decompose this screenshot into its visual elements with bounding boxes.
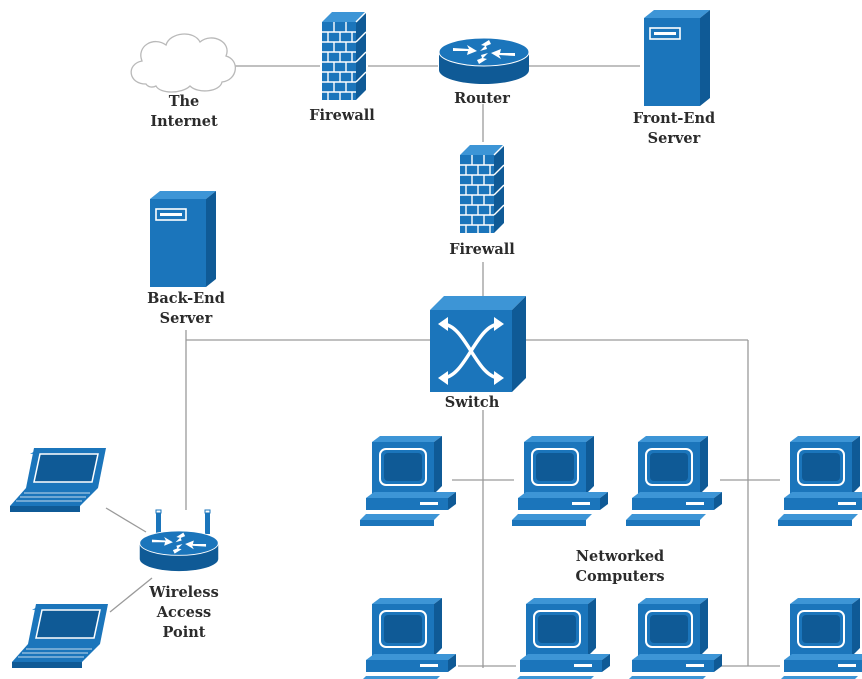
desktop-computer-icon (360, 598, 456, 679)
connection-lines (105, 65, 780, 668)
server-icon (149, 191, 216, 287)
label-line: Back-End (147, 290, 225, 307)
label-front-end-server: Front-End Server (624, 109, 724, 149)
laptop-icon (10, 448, 106, 513)
label-line: Switch (444, 394, 500, 411)
wireless-router-icon (139, 509, 219, 572)
label-line: Point (162, 624, 206, 641)
firewall-icon (322, 12, 366, 100)
desktop-computer-icon (360, 436, 456, 526)
label-line: Front-End (632, 110, 716, 127)
desktop-computer-icon (514, 598, 610, 679)
label-internet: The Internet (134, 92, 234, 132)
label-line: Computers (575, 568, 665, 585)
desktop-computer-icon (778, 598, 862, 679)
label-line: Router (454, 90, 510, 107)
label-line: Internet (150, 113, 218, 130)
label-back-end-server: Back-End Server (136, 289, 236, 329)
label-firewall-top: Firewall (292, 106, 392, 126)
label-line: The (168, 93, 200, 110)
label-router: Router (432, 89, 532, 109)
label-firewall-mid: Firewall (432, 240, 532, 260)
label-line: Wireless (149, 584, 219, 601)
label-line: Server (647, 130, 701, 147)
laptop-icon (12, 604, 108, 669)
label-wireless-access-point: Wireless Access Point (134, 583, 234, 643)
label-line: Server (159, 310, 213, 327)
desktop-computer-icon (626, 436, 722, 526)
link-laptop-bottom-wap (109, 577, 153, 613)
label-line: Networked (575, 548, 665, 565)
label-networked-computers: Networked Computers (560, 547, 680, 587)
switch-icon (430, 296, 526, 392)
desktop-computer-icon (626, 598, 722, 679)
router-icon (438, 37, 530, 85)
desktop-computer-icon (512, 436, 608, 526)
server-icon (643, 10, 710, 106)
label-line: Firewall (449, 241, 515, 258)
label-line: Firewall (309, 107, 375, 124)
firewall-icon (460, 144, 504, 234)
label-line: Access (156, 604, 212, 621)
desktop-computer-icon (778, 436, 862, 526)
label-switch: Switch (422, 393, 522, 413)
cloud-icon (130, 33, 236, 93)
link-laptop-top-wap (105, 507, 147, 533)
